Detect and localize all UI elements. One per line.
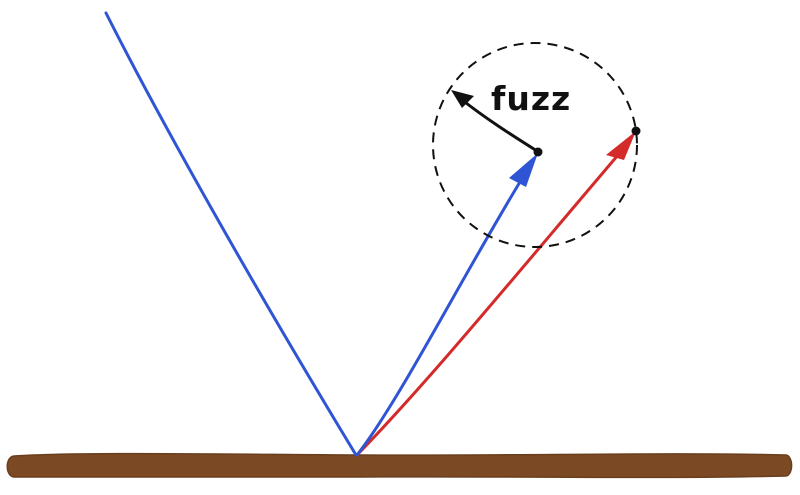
fuzz-sphere [432,42,638,248]
reflected-ray [355,146,626,457]
fuzz-vector [459,97,539,153]
surface [6,452,793,479]
reflected-ray-arrowhead [606,131,636,160]
fuzzed-ray [355,170,528,457]
reflected-ray-endpoint [631,126,641,136]
fuzz-vector-arrowhead [451,90,474,108]
fuzz-label: fuzz [491,79,571,118]
fuzzed-ray-arrowhead [509,153,538,187]
incident-ray [104,11,358,457]
